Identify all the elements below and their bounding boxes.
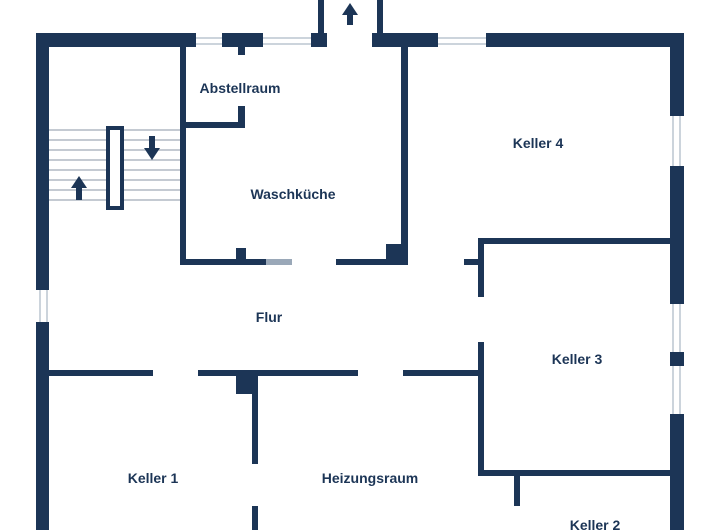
room-label-keller1: Keller 1 bbox=[128, 470, 179, 486]
wall bbox=[670, 33, 684, 116]
wall bbox=[238, 33, 245, 55]
wall bbox=[670, 166, 684, 304]
wall bbox=[180, 33, 186, 265]
window-top-left bbox=[196, 37, 222, 45]
wall bbox=[252, 370, 258, 464]
window-right-keller3-upper bbox=[672, 304, 681, 352]
room-label-keller4: Keller 4 bbox=[513, 135, 564, 151]
stair-down-arrow-icon bbox=[144, 136, 160, 160]
room-label-keller3: Keller 3 bbox=[552, 351, 603, 367]
wall bbox=[238, 106, 245, 128]
wall bbox=[336, 259, 408, 265]
stair-railing bbox=[106, 126, 124, 210]
wall bbox=[486, 33, 684, 47]
stair-up-arrow-icon bbox=[71, 176, 87, 200]
room-labels: Abstellraum Waschküche Keller 4 Flur Kel… bbox=[128, 80, 621, 530]
wall bbox=[478, 470, 670, 476]
wall bbox=[478, 238, 670, 244]
room-label-heizungsraum: Heizungsraum bbox=[322, 470, 418, 486]
wall bbox=[318, 0, 324, 40]
wall bbox=[670, 414, 684, 530]
wall bbox=[386, 244, 404, 264]
wall bbox=[36, 33, 49, 290]
window-left-flur bbox=[39, 290, 48, 322]
room-label-abstellraum: Abstellraum bbox=[200, 80, 281, 96]
wall bbox=[464, 259, 484, 265]
window-top-middle bbox=[263, 37, 311, 45]
windows bbox=[39, 37, 681, 414]
room-label-flur: Flur bbox=[256, 309, 283, 325]
wall bbox=[377, 0, 383, 40]
wall bbox=[478, 238, 484, 297]
wall bbox=[236, 248, 246, 262]
wall bbox=[478, 342, 484, 476]
window-top-right bbox=[438, 37, 486, 45]
door-marker bbox=[266, 259, 292, 265]
wall bbox=[180, 259, 266, 265]
window-right-keller3-lower bbox=[672, 366, 681, 414]
walls bbox=[36, 0, 684, 530]
wall bbox=[36, 322, 49, 530]
room-label-keller2: Keller 2 bbox=[570, 517, 621, 530]
wall bbox=[401, 33, 408, 265]
wall bbox=[36, 33, 196, 47]
entrance-up-arrow-icon bbox=[342, 3, 358, 25]
wall bbox=[514, 470, 520, 506]
wall bbox=[198, 370, 358, 376]
wall bbox=[49, 370, 153, 376]
wall bbox=[670, 352, 684, 366]
room-label-waschkueche: Waschküche bbox=[250, 186, 335, 202]
wall bbox=[186, 122, 245, 128]
wall bbox=[252, 506, 258, 530]
window-right-keller4 bbox=[672, 116, 681, 166]
wall bbox=[403, 370, 484, 376]
